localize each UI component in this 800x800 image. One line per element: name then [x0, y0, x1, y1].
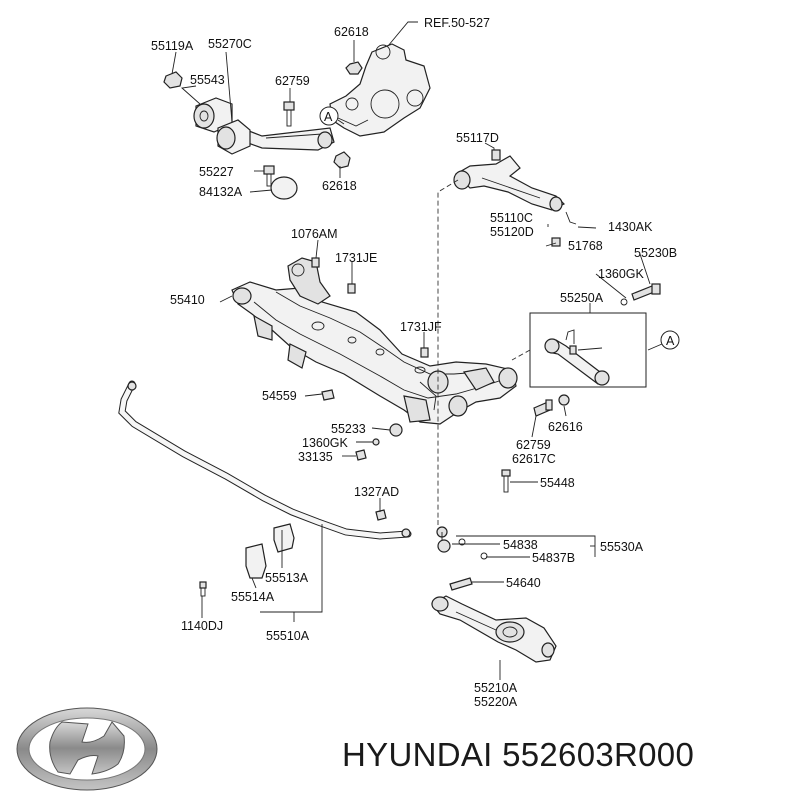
label-51768: 51768	[568, 239, 603, 253]
washer-1360GK	[372, 438, 380, 446]
bolt-62759-lower	[533, 399, 553, 417]
label-1360GK-left: 1360GK	[302, 436, 349, 450]
nut-62616	[558, 394, 570, 406]
lower-arm	[431, 595, 557, 663]
label-1731JE: 1731JE	[335, 251, 377, 265]
callout-letter-a-right: A	[666, 334, 675, 348]
label-54838: 54838	[503, 538, 538, 552]
stabilizer-bar	[118, 380, 412, 540]
bolt-62759-top	[283, 101, 295, 127]
label-55270C: 55270C	[208, 37, 252, 51]
brand-caption: HYUNDAI 552603R000	[342, 736, 695, 773]
bolt-1140DJ	[199, 581, 207, 597]
bolt-55448	[501, 469, 511, 493]
dashed-reference-lines	[437, 179, 531, 530]
upper-arm	[453, 149, 577, 247]
subframe	[231, 257, 518, 425]
nut-62618-top	[345, 61, 363, 75]
label-1327AD: 1327AD	[354, 485, 399, 499]
callout-letter-a-top: A	[324, 110, 333, 124]
bushing-55543	[193, 97, 233, 133]
label-62618-top: 62618	[334, 25, 369, 39]
label-84132A: 84132A	[199, 185, 243, 199]
label-55119A: 55119A	[151, 39, 194, 53]
washer-1360GK-right	[620, 298, 628, 306]
label-62616: 62616	[548, 420, 583, 434]
label-55530A: 55530A	[600, 540, 644, 554]
plug-1731JE	[347, 283, 356, 294]
label-55514A: 55514A	[231, 590, 275, 604]
hyundai-logo	[16, 707, 158, 791]
label-55233: 55233	[331, 422, 366, 436]
label-1731JF: 1731JF	[400, 320, 442, 334]
label-62759-lower: 62759	[516, 438, 551, 452]
stabilizer-link	[436, 526, 488, 560]
bolt-55227	[263, 165, 275, 187]
bolt-54640	[449, 577, 473, 591]
cap-84132A	[270, 176, 298, 200]
label-33135: 33135	[298, 450, 333, 464]
nut-33135	[355, 449, 367, 461]
label-54837B: 54837B	[532, 551, 575, 565]
label-55230B: 55230B	[634, 246, 677, 260]
label-62618-lower: 62618	[322, 179, 357, 193]
part-labels: 55119A 55270C 62618 55543 62759 55227 62…	[151, 25, 677, 709]
nut-62618-lower	[333, 151, 351, 169]
label-55220A: 55220A	[474, 695, 518, 709]
label-1076AM: 1076AM	[291, 227, 338, 241]
knuckle-assembly	[329, 21, 431, 137]
label-54640: 54640	[506, 576, 541, 590]
lateral-arm-box	[529, 312, 680, 388]
bolt-55230B	[631, 283, 661, 301]
callout-a-top	[319, 106, 345, 126]
bush-55233	[389, 423, 403, 437]
label-55120D: 55120D	[490, 225, 534, 239]
bolt-54559	[321, 389, 335, 401]
label-55210A: 55210A	[474, 681, 518, 695]
label-62759-top: 62759	[275, 74, 310, 88]
ref-label: REF.50-527	[424, 16, 490, 30]
label-54559: 54559	[262, 389, 297, 403]
label-62617C: 62617C	[512, 452, 556, 466]
bushing-55513A	[273, 523, 295, 553]
label-55513A: 55513A	[265, 571, 309, 585]
nut-55119A	[163, 71, 183, 89]
label-55110C: 55110C	[490, 211, 533, 225]
label-55117D: 55117D	[456, 131, 499, 145]
leader-lines	[171, 40, 651, 680]
label-55448: 55448	[540, 476, 575, 490]
trailing-arm	[235, 125, 335, 151]
plug-1731JF	[420, 347, 429, 358]
label-55510A: 55510A	[266, 629, 310, 643]
label-55543: 55543	[190, 73, 225, 87]
label-55227: 55227	[199, 165, 234, 179]
label-1430AK: 1430AK	[608, 220, 653, 234]
label-1360GK-right: 1360GK	[598, 267, 645, 281]
bushing-55270C	[216, 119, 251, 155]
label-55410: 55410	[170, 293, 205, 307]
label-55250A: 55250A	[560, 291, 604, 305]
nut-1327AD	[375, 509, 387, 521]
plug-1076AM	[311, 257, 320, 268]
bracket-55514A	[245, 543, 267, 579]
label-1140DJ: 1140DJ	[181, 619, 223, 633]
